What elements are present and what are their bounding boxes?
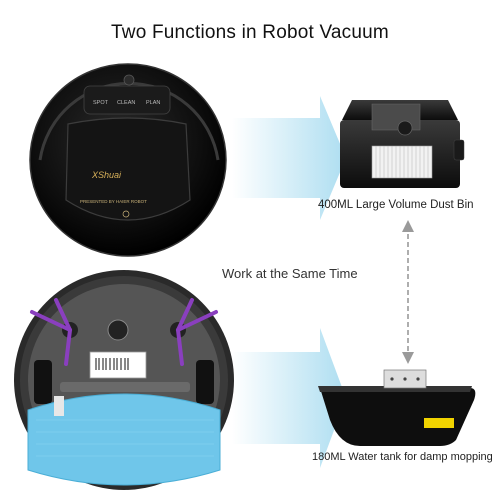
caption-work-same-time: Work at the Same Time bbox=[222, 266, 358, 281]
caption-dust-bin: 400ML Large Volume Dust Bin bbox=[318, 199, 474, 211]
robot-vacuum-top: SPOT CLEAN PLAN XShuai PRESENTED BY HAIE… bbox=[29, 63, 227, 257]
double-arrow-vertical-icon bbox=[402, 220, 414, 364]
page-title: Two Functions in Robot Vacuum bbox=[111, 22, 389, 43]
arrow-right-icon-bottom bbox=[232, 328, 346, 468]
panel-label-left: SPOT bbox=[93, 100, 109, 106]
side-brushes bbox=[30, 298, 218, 366]
water-tank bbox=[318, 369, 476, 446]
arrow-right-icon bbox=[232, 96, 346, 220]
panel-label-center: CLEAN bbox=[117, 100, 135, 106]
dust-bin bbox=[340, 100, 465, 188]
robot-vacuum-bottom bbox=[14, 270, 234, 490]
control-panel: SPOT CLEAN PLAN bbox=[83, 74, 171, 115]
robot-subtitle: PRESENTED BY HAIER ROBOT bbox=[80, 199, 147, 204]
caption-water-tank: 180ML Water tank for damp mopping bbox=[312, 451, 493, 463]
panel-label-right: PLAN bbox=[146, 100, 160, 106]
brand-logo: XShuai bbox=[91, 170, 122, 180]
